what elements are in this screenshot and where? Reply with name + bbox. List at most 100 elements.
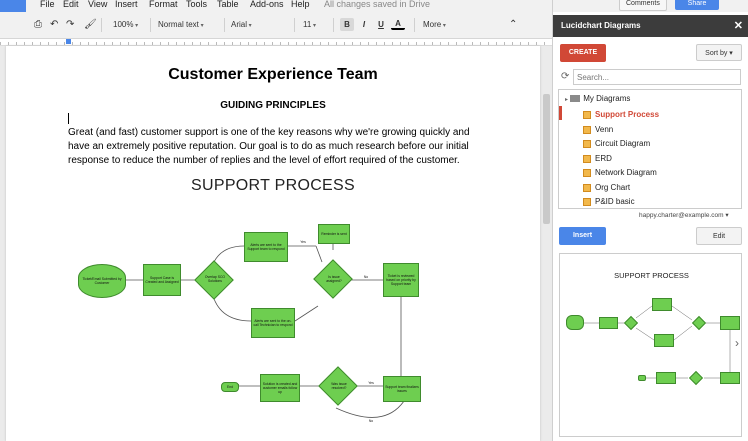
sort-by-button[interactable]: Sort by ▾ [696,44,742,61]
tree-root[interactable]: ▸ My Diagrams [565,94,631,103]
menu-edit[interactable]: Edit [63,0,79,9]
diagram-icon [583,168,591,177]
preview-title: SUPPORT PROCESS [614,271,689,280]
flow-node-end[interactable]: End [221,382,239,392]
share-button[interactable]: Share [675,0,719,10]
font-select[interactable]: Arial [231,18,252,31]
document-page[interactable]: Customer Experience Team GUIDING PRINCIP… [6,46,540,441]
menu-tools[interactable]: Tools [186,0,208,9]
menu-insert[interactable]: Insert [115,0,138,9]
diagram-icon [583,139,591,148]
menu-view[interactable]: View [88,0,108,9]
diagram-preview[interactable]: SUPPORT PROCESS › [559,253,742,437]
more-button[interactable]: More [423,18,446,31]
doc-heading: SUPPORT PROCESS [191,177,355,194]
text-color-button[interactable]: A [391,18,405,30]
style-select[interactable]: Normal text [158,18,204,31]
diagram-tree: ▸ My Diagrams Support Process Venn Circu… [558,89,742,209]
edit-button[interactable]: Edit [696,227,742,245]
comments-button[interactable]: Comments [619,0,667,11]
edge-label: Yes [300,240,306,244]
refresh-icon[interactable]: ⟳ [561,71,570,82]
diagram-item-network[interactable]: Network Diagram [583,166,657,179]
menu-table[interactable]: Table [217,0,239,9]
paint-format-icon[interactable]: 🖌 [84,19,97,30]
flow-node-ticket[interactable]: Ticket/Email Submitted by Customer [78,264,126,298]
top-right-bar: Comments Share [553,0,748,12]
zoom-select[interactable]: 100% [113,18,138,31]
diagram-label: P&ID basic [595,197,635,206]
diagram-label: Org Chart [595,183,631,192]
insert-button[interactable]: Insert [559,227,606,245]
indent-marker-icon[interactable] [66,39,71,44]
preview-node [720,316,740,330]
underline-button[interactable]: U [378,20,384,29]
chevron-right-icon[interactable]: › [735,336,739,350]
paragraph-line: response to reduce the number of replies… [68,155,460,166]
flow-node-solution[interactable]: Solution is created and customer emails … [260,374,300,402]
create-button[interactable]: CREATE [560,44,606,62]
menu-help[interactable]: Help [291,0,310,9]
ruler[interactable] [0,39,552,46]
flow-node-tech[interactable]: Alerts are sent to the on-call Technicia… [251,308,295,338]
diagram-item-circuit[interactable]: Circuit Diagram [583,137,650,150]
diagram-icon [583,183,591,192]
preview-node [566,315,584,330]
preview-node [654,334,674,347]
flow-diamond-1-label: Overlap SCO Solutions [204,275,226,283]
doc-title: Customer Experience Team [168,66,378,83]
flow-node-ux[interactable]: Alerts are sent to the Support team to r… [244,232,288,262]
preview-connectors [584,305,731,379]
folder-icon [570,95,581,103]
font-size-select[interactable]: 11 [303,18,316,31]
lucidchart-panel: Comments Share Lucidchart Diagrams ✕ CRE… [552,0,748,441]
diagram-icon [583,154,591,163]
diagram-label: Network Diagram [595,168,657,177]
doc-paragraph: Great (and fast) customer support is one… [68,126,488,168]
toolbar: ⎙ ↶ ↷ 🖌 100% Normal text Arial 11 B I U … [0,12,552,39]
close-icon[interactable]: ✕ [733,20,743,32]
diagram-item-erd[interactable]: ERD [583,152,612,165]
undo-icon[interactable]: ↶ [50,19,59,30]
redo-icon[interactable]: ↷ [66,19,75,30]
italic-button[interactable]: I [362,20,366,29]
account-email: happy.charter@example.com [639,212,724,219]
search-input[interactable] [573,69,741,85]
doc-subtitle: GUIDING PRINCIPLES [220,100,326,111]
menu-file[interactable]: File [40,0,55,9]
flow-node-case[interactable]: Support Case is Created and Assigned [143,264,181,296]
docs-logo-icon[interactable] [0,0,26,12]
print-icon[interactable]: ⎙ [34,19,42,30]
text-cursor [68,113,69,124]
collapse-icon[interactable]: ⌃ [509,19,518,30]
flow-node-reminder[interactable]: Reminder is sent [318,224,350,244]
diagram-item-support-process[interactable]: Support Process [583,108,659,121]
document-scrollbar[interactable] [543,94,550,224]
save-status: All changes saved in Drive [324,0,431,9]
flow-node-ticket-assigned[interactable]: Ticket is reviewed based on priority by … [383,263,419,297]
menu-addons[interactable]: Add-ons [250,0,284,9]
diagram-item-pid[interactable]: P&ID basic [583,195,635,208]
preview-node [656,372,676,384]
preview-node [599,317,618,329]
diagram-label: ERD [595,154,612,163]
paragraph-line: Great (and fast) customer support is one… [68,127,470,138]
active-indicator [559,106,562,120]
edge-label: No [363,275,369,279]
diagram-label: Circuit Diagram [595,139,651,148]
preview-node [638,375,646,381]
bold-button[interactable]: B [340,18,354,31]
diagram-item-org-chart[interactable]: Org Chart [583,181,630,194]
menu-bar: File Edit View Insert Format Tools Table… [0,0,552,12]
flow-diamond-3-label: Was issue resolved? [331,382,347,390]
flow-node-support-team[interactable]: Support team finalizes issues [383,376,421,402]
document-area: Customer Experience Team GUIDING PRINCIP… [0,46,552,441]
diagram-item-venn[interactable]: Venn [583,123,613,136]
panel-title: Lucidchart Diagrams [561,21,641,30]
menu-format[interactable]: Format [149,0,178,9]
flow-diamond-2-label: Is issue assigned? [326,275,342,283]
diagram-icon [583,197,591,206]
edge-label: No [368,419,374,423]
account-selector[interactable]: happy.charter@example.com ▾ [639,212,729,219]
sort-by-label: Sort by [705,50,728,57]
